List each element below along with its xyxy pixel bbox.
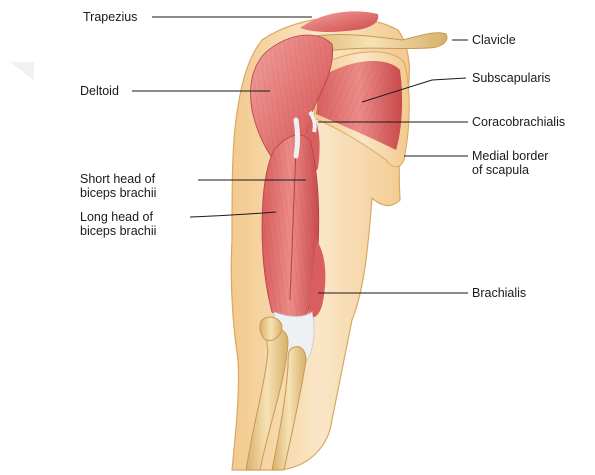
label-long-head-line2: biceps brachii [80,224,156,238]
label-deltoid: Deltoid [80,84,119,98]
label-subscapularis: Subscapularis [472,71,551,85]
label-clavicle: Clavicle [472,33,516,47]
corner-mark [10,62,34,80]
label-medial-border-line2: of scapula [472,163,529,177]
label-brachialis: Brachialis [472,286,526,300]
label-medial-border-line1: Medial border [472,149,548,163]
label-coracobrachialis: Coracobrachialis [472,115,565,129]
label-short-head-line1: Short head of [80,172,155,186]
label-trapezius: Trapezius [83,10,137,24]
label-long-head-line1: Long head of [80,210,153,224]
label-short-head-line2: biceps brachii [80,186,156,200]
